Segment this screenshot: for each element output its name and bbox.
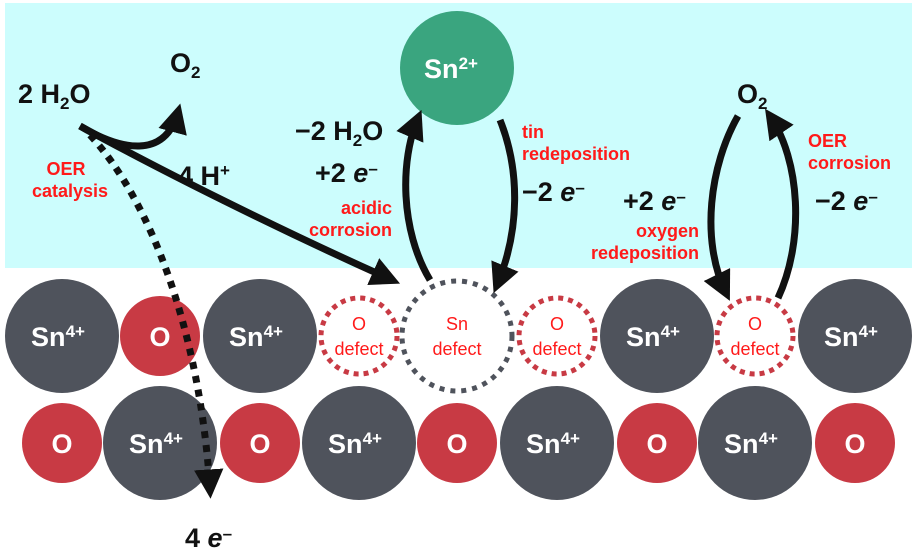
lattice-atom-sn4: Sn4+ [600,279,714,393]
oxygen-atom-label: O [51,429,72,459]
arrow-oxygen-redeposition [703,114,742,301]
oxygen-defect-circle [714,295,796,377]
oxygen-atom-label: O [249,429,270,459]
oxygen-atom-circle [120,296,200,376]
acidic-electrons-label: +2 e– [315,158,378,188]
protons-label: 4 H+ [178,161,230,191]
lattice-atom-sn4: Sn4+ [302,386,416,500]
o2-left-label: O2 [170,48,200,82]
sn4-atom-circle [5,279,119,393]
oxygen-atom-label: O [646,429,667,459]
sn4-atom-label: Sn4+ [229,322,283,352]
electrons-out-label: 4 e– [185,523,232,553]
sn4-atom-circle [302,386,416,500]
oxygen-atom-circle [22,403,102,483]
arrow-protons-to-sn-defect [78,122,401,286]
sn4-atom-label: Sn4+ [626,322,680,352]
sn2-ion: Sn2+ [400,11,514,125]
oxygen-atom-label: O [446,429,467,459]
lattice-atom-o: O [617,403,697,483]
lattice-atom-sn4: Sn4+ [5,279,119,393]
arrow-acidic-corrosion [396,109,434,282]
oxygen-atom-label: O [844,429,865,459]
sn4-atom-circle [203,279,317,393]
sn4-atom-circle [698,386,812,500]
water-loss-label: −2 H2O [295,116,383,150]
lattice-atom-o: O [22,403,102,483]
arrows [78,103,800,499]
o2-right-label: O2 [737,79,767,113]
sn4-atom-label: Sn4+ [824,322,878,352]
sn4-atom-circle [798,279,912,393]
sn4-atom-label: Sn4+ [129,429,183,459]
oxygen-atom-label: O [149,322,170,352]
arrow-tin-redeposition [491,118,519,294]
tin-redeposition-electrons-label: −2 e– [522,177,585,207]
lattice-atom-sn4: Sn4+ [698,386,812,500]
sn2-ion-circle [400,11,514,125]
lattice-bottom-row: O Sn4+ O Sn4+ O Sn4+ O Sn4+ O [22,386,895,500]
lattice-atom-o: O [417,403,497,483]
oxygen-defect-circle [516,295,598,377]
lattice-atom-o: O [120,296,200,376]
lattice-atom-sn4: Sn4+ [103,386,217,500]
oxygen-atom-circle [220,403,300,483]
lattice-atom-sn4: Sn4+ [798,279,912,393]
oxygen-atom-circle [417,403,497,483]
arrow-oer-corrosion [765,108,800,300]
sn4-atom-label: Sn4+ [328,429,382,459]
sn4-atom-label: Sn4+ [31,322,85,352]
oxygen-atom-circle [617,403,697,483]
sn4-atom-circle [500,386,614,500]
oxygen-defect-circle [318,295,400,377]
water-label: 2 H2O [18,79,91,113]
sn4-atom-label: Sn4+ [724,429,778,459]
lattice-atom-sn4: Sn4+ [500,386,614,500]
sn4-atom-circle [103,386,217,500]
sn2-ion-label: Sn2+ [424,54,478,84]
lattice-atom-sn4: Sn4+ [203,279,317,393]
oer-corrosion-electrons-label: −2 e– [815,186,878,216]
lattice-atom-o: O [220,403,300,483]
sn4-atom-circle [600,279,714,393]
oxygen-atom-circle [815,403,895,483]
oxygen-redeposition-electrons-label: +2 e– [623,186,686,216]
tin-defect-circle [399,278,515,394]
lattice-atom-o: O [815,403,895,483]
sn4-atom-label: Sn4+ [526,429,580,459]
